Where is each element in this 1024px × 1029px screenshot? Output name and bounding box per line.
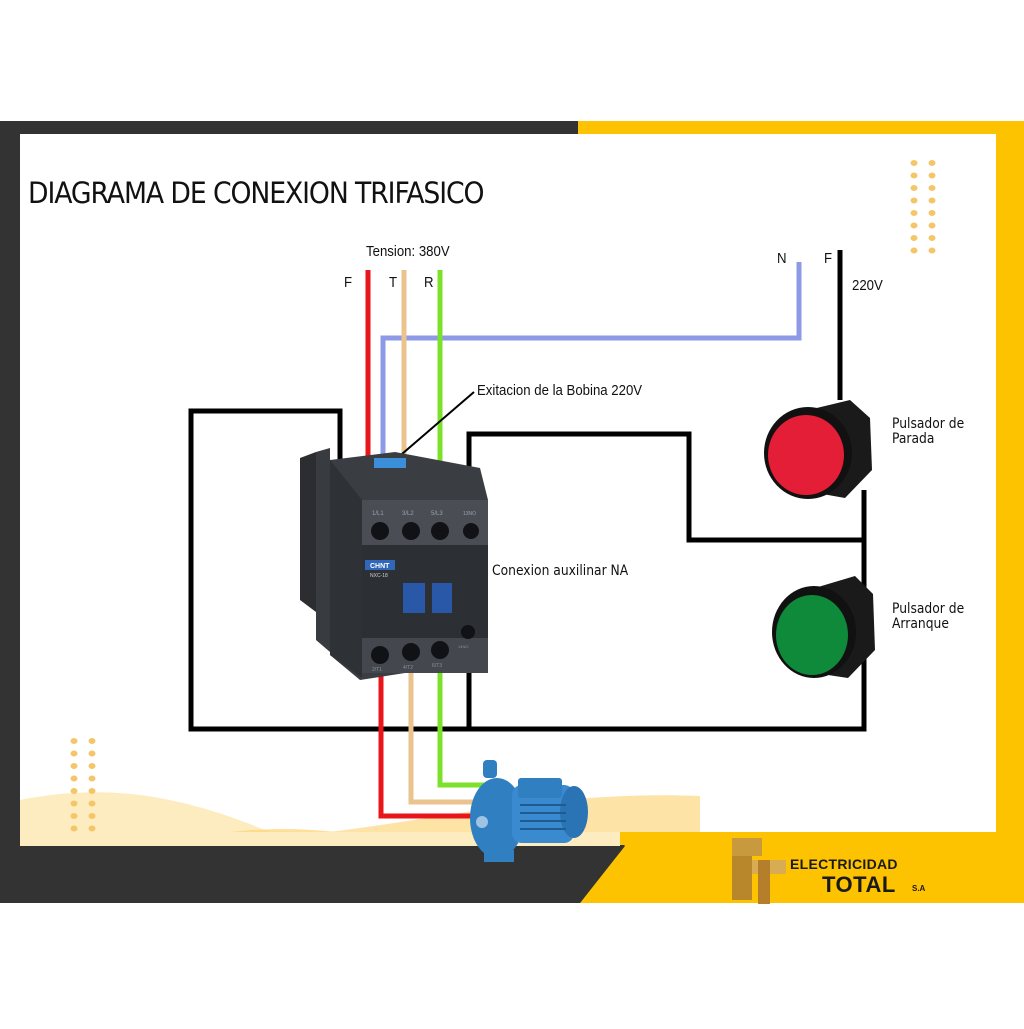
decor-dots-top-right xyxy=(910,160,936,254)
decor-dot xyxy=(928,222,936,229)
et-logo-icon xyxy=(732,838,786,904)
wire-phase-f-out xyxy=(378,672,475,819)
wire-phase-r-out xyxy=(437,660,485,788)
stop-pushbutton-icon[interactable] xyxy=(764,400,872,499)
voltage-380-label: Tension: 380V xyxy=(366,243,450,260)
terminal-bottom-3: 6/T3 xyxy=(432,663,442,669)
decor-dot xyxy=(928,210,936,216)
decor-dot xyxy=(910,222,918,229)
decor-dot xyxy=(928,197,936,204)
brand-suffix: S.A xyxy=(912,884,926,893)
decor-dot xyxy=(88,825,96,832)
contactor-brand: CHNT xyxy=(370,563,390,570)
decor-dot xyxy=(910,197,918,204)
decor-dot xyxy=(88,800,96,807)
coil-annotation: Exitacion de la Bobina 220V xyxy=(477,382,643,399)
wave-base xyxy=(20,832,620,846)
voltage-220-label: 220V xyxy=(852,277,883,294)
decor-dot xyxy=(70,750,78,757)
decor-dot xyxy=(910,210,918,216)
neutral-label: N xyxy=(777,250,787,267)
decor-dot xyxy=(88,750,96,757)
page-title: DIAGRAMA DE CONEXION TRIFASICO xyxy=(28,176,485,210)
start-button-label-line2: Arranque xyxy=(892,616,949,632)
decor-dot xyxy=(70,738,78,744)
decor-dot xyxy=(70,813,78,819)
frame xyxy=(0,121,1024,903)
decor-dot xyxy=(910,172,918,179)
stop-button-label: Pulsador de Parada xyxy=(892,417,964,447)
phase-r-label: R xyxy=(424,274,434,291)
terminal-bottom-1: 2/T1 xyxy=(372,667,382,673)
terminal-top-1: 1/L1 xyxy=(372,511,384,517)
decor-dot xyxy=(70,763,78,769)
decor-dot xyxy=(910,247,918,254)
decor-dot xyxy=(928,185,936,191)
terminal-top-3: 5/L3 xyxy=(431,511,443,517)
terminal-top-4: 13NO xyxy=(463,511,476,517)
decor-dot xyxy=(928,247,936,254)
start-button-label: Pulsador de Arranque xyxy=(892,602,964,632)
wire-aux-top xyxy=(466,431,864,543)
aux-contact-annotation: Conexion auxilinar NA xyxy=(492,563,629,579)
phase-f-label: F xyxy=(344,274,353,291)
stop-button-label-line2: Parada xyxy=(892,431,935,447)
decor-dot xyxy=(928,172,936,179)
start-pushbutton-icon[interactable] xyxy=(772,576,875,678)
decor-dot xyxy=(88,775,96,782)
contactor-model: NXC-18 xyxy=(370,573,388,579)
decor-dot xyxy=(88,813,96,819)
terminal-bottom-4: 14NO xyxy=(458,644,468,649)
contactor-icon: CHNT NXC-18 1/L1 3/L2 5/L3 13NO 2/T1 4/T… xyxy=(300,448,488,680)
decor-dot xyxy=(70,788,78,794)
decor-dot xyxy=(70,800,78,807)
stop-button-label-line1: Pulsador de xyxy=(892,416,965,432)
coil-leader-line xyxy=(394,391,475,461)
frame-bottom-dark xyxy=(0,846,625,903)
decor-dot xyxy=(928,235,936,241)
decor-dot xyxy=(910,185,918,191)
frame-bottom-yellow xyxy=(594,832,1024,903)
brand-line1: ELECTRICIDAD xyxy=(790,856,898,872)
decor-dot xyxy=(88,788,96,794)
decor-dot xyxy=(70,775,78,782)
decor-dot xyxy=(70,825,78,832)
decor-dot xyxy=(88,738,96,744)
water-pump-motor-icon xyxy=(470,760,588,862)
terminal-top-2: 3/L2 xyxy=(402,511,414,517)
wire-neutral xyxy=(380,262,802,460)
phase-220-label: F xyxy=(824,250,833,267)
decor-dot xyxy=(910,160,918,166)
phase-t-label: T xyxy=(389,274,398,291)
decor-dot xyxy=(88,763,96,769)
decor-dot xyxy=(928,160,936,166)
terminal-bottom-2: 4/T2 xyxy=(403,665,413,671)
decor-dots-bottom-left xyxy=(70,738,96,832)
brand-line2: TOTAL xyxy=(822,872,896,897)
start-button-label-line1: Pulsador de xyxy=(892,601,965,617)
wire-phase-t-out xyxy=(408,672,475,805)
decor-dot xyxy=(910,235,918,241)
